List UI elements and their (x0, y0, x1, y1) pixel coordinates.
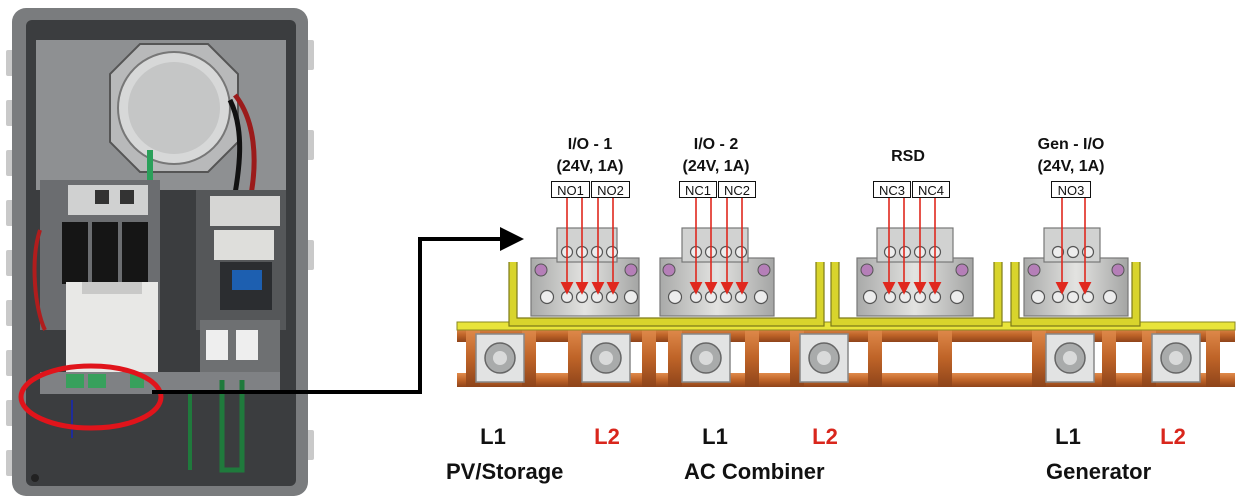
pin-label-no3: NO3 (1051, 181, 1091, 198)
line-label-ac-l1: L1 (702, 424, 728, 449)
terminal-block-io1 (530, 227, 640, 317)
line-label-pv-l2: L2 (594, 424, 620, 449)
busbar-assembly (456, 227, 1236, 387)
pin-label-nc1: NC1 (679, 181, 717, 198)
line-label-gen-l1: L1 (1055, 424, 1081, 449)
group-rating-io1: (24V, 1A) (556, 158, 624, 175)
group-title-io2: I/O - 2 (693, 136, 739, 153)
terminal-block-rsd (856, 227, 974, 317)
pin-label-no2: NO2 (591, 181, 630, 198)
terminal-highlight-oval (18, 363, 164, 431)
pin-arrows (560, 198, 1092, 295)
load-center-enclosure (6, 8, 314, 496)
line-label-gen-l2: L2 (1160, 424, 1186, 449)
group-title-io1: I/O - 1 (567, 136, 613, 153)
group-rating-io2: (24V, 1A) (682, 158, 750, 175)
group-rating-gen-io: (24V, 1A) (1037, 158, 1105, 175)
group-title-gen-io: Gen - I/O (1037, 136, 1105, 153)
line-label-pv-l1: L1 (480, 424, 506, 449)
pin-label-nc3: NC3 (873, 181, 911, 198)
terminal-block-gen-io (1023, 227, 1129, 317)
pin-label-nc4: NC4 (912, 181, 950, 198)
callout-arrow (152, 227, 524, 394)
group-title-rsd: RSD (891, 148, 925, 165)
section-label-ac-combiner: AC Combiner (684, 459, 825, 484)
pin-label-no1: NO1 (551, 181, 590, 198)
section-label-generator: Generator (1046, 459, 1152, 484)
pin-label-nc2: NC2 (718, 181, 756, 198)
line-label-ac-l2: L2 (812, 424, 838, 449)
section-label-pv-storage: PV/Storage (446, 459, 564, 484)
terminal-block-io2 (659, 227, 775, 317)
